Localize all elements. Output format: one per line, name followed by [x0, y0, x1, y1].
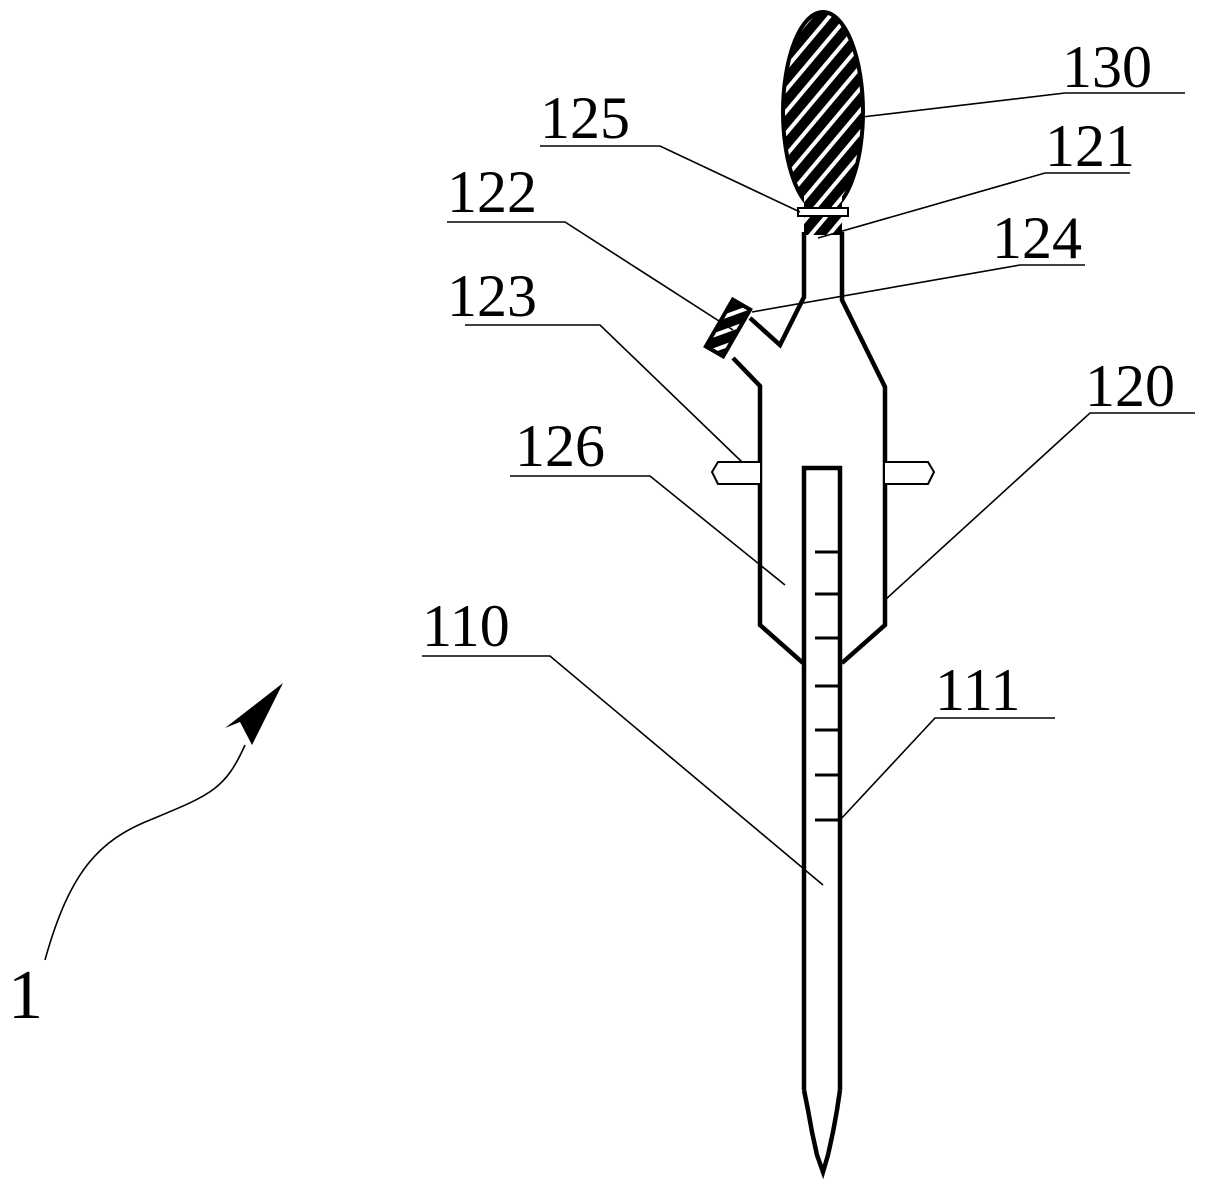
outer-body-right — [839, 232, 888, 665]
label-126: 126 — [515, 413, 605, 479]
label-121: 121 — [1045, 113, 1135, 179]
label-124: 124 — [992, 205, 1082, 271]
reference-arrow-head — [225, 683, 283, 745]
label-111: 111 — [935, 657, 1021, 723]
flange-left — [710, 461, 760, 485]
label-120: 120 — [1085, 353, 1175, 419]
graduated-tube — [801, 465, 843, 1090]
reference-arrow-curve — [44, 744, 246, 961]
label-123: 123 — [447, 263, 537, 329]
label-1: 1 — [8, 957, 43, 1034]
label-110: 110 — [422, 593, 510, 659]
label-122: 122 — [447, 159, 537, 225]
tube-tip — [801, 1089, 843, 1180]
side-port-cap — [703, 296, 753, 360]
outer-body-left — [731, 232, 807, 665]
rubber-bulb — [781, 10, 865, 214]
label-125: 125 — [540, 85, 630, 151]
graduation-marks — [815, 550, 840, 822]
collar-125 — [797, 207, 849, 217]
leader-lines — [422, 92, 1195, 886]
label-130: 130 — [1062, 34, 1152, 100]
flange-right — [885, 461, 936, 485]
